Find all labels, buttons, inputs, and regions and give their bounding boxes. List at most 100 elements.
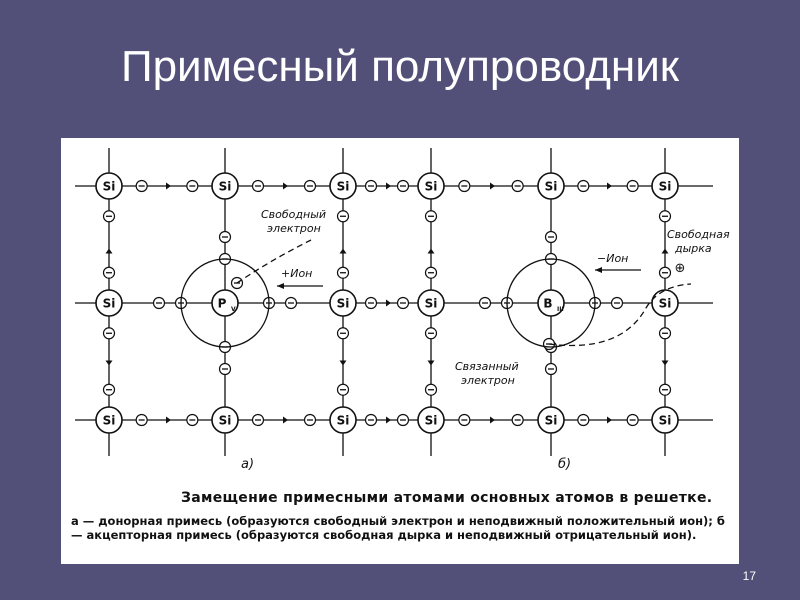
electron-23 <box>102 266 116 279</box>
electron-1 <box>186 179 199 193</box>
electron-32 <box>424 327 438 340</box>
electron-0 <box>135 179 148 193</box>
electron-20 <box>577 413 590 427</box>
silicon-atom: Si <box>329 289 357 317</box>
electron-15 <box>303 413 317 427</box>
electron-36 <box>658 327 672 340</box>
electron-24 <box>102 327 116 340</box>
svg-text:Si: Si <box>545 414 558 428</box>
silicon-atom: Si <box>417 172 445 200</box>
bond-arrow-17 <box>661 248 669 254</box>
electron-3 <box>303 179 317 193</box>
electron-16 <box>364 413 378 427</box>
svg-text:P: P <box>218 297 227 311</box>
bond-arrow-18 <box>661 360 669 366</box>
silicon-atom: Si <box>537 172 565 200</box>
svg-text:Si: Si <box>425 414 438 428</box>
bond-arrow-7 <box>283 416 288 424</box>
electron-34 <box>658 210 672 223</box>
bond-arrow-8 <box>386 416 391 424</box>
bond-arrow-1 <box>283 182 288 190</box>
svg-text:Si: Si <box>103 414 116 428</box>
label-free-electron-1: Свободный <box>261 208 326 221</box>
bond-arrow-5 <box>386 299 391 307</box>
electron-11 <box>396 296 410 310</box>
electron-54 <box>230 276 244 290</box>
svg-text:Si: Si <box>337 180 350 194</box>
bond-arrow-12 <box>105 360 113 366</box>
electron-52 <box>544 230 558 244</box>
svg-text:Si: Si <box>103 180 116 194</box>
bond-arrow-3 <box>490 182 495 190</box>
electron-10 <box>364 296 378 310</box>
electron-31 <box>424 266 438 279</box>
electron-13 <box>186 413 199 427</box>
bond-arrow-4 <box>607 182 612 190</box>
bond-arrow-14 <box>339 360 347 366</box>
electron-4 <box>364 179 378 193</box>
bond-arrow-0 <box>166 182 171 190</box>
electron-6 <box>458 179 471 193</box>
svg-text:Si: Si <box>103 297 116 311</box>
electron-35 <box>658 266 672 279</box>
electron-18 <box>458 413 471 427</box>
silicon-atom: Si <box>211 406 239 434</box>
donor-ion-orbit <box>180 258 270 348</box>
label-free-electron-2: электрон <box>267 222 321 235</box>
svg-text:III: III <box>557 306 564 313</box>
bond-arrow-6 <box>166 416 171 424</box>
free-hole-symbol: ⊕ <box>675 261 686 276</box>
electron-43 <box>284 296 298 310</box>
label-part-b: б) <box>558 457 571 472</box>
electron-8 <box>577 179 590 193</box>
bound-electron-path <box>548 283 692 347</box>
acceptor-ion-orbit <box>506 258 596 348</box>
electron-42 <box>152 296 166 310</box>
free-electron-path <box>236 239 312 284</box>
bond-arrow-11 <box>105 248 113 254</box>
slide-title: Примесный полупроводник <box>120 42 680 91</box>
bond-arrow-15 <box>427 248 435 254</box>
page-number: 17 <box>742 569 756 583</box>
electron-9 <box>626 179 639 193</box>
bond-arrow-2 <box>386 182 391 190</box>
svg-text:Si: Si <box>659 297 672 311</box>
bond-arrow-9 <box>490 416 495 424</box>
electron-5 <box>396 179 410 193</box>
silicon-atom: Si <box>329 172 357 200</box>
label-part-a: а) <box>241 457 254 472</box>
electron-51 <box>610 296 624 310</box>
electron-14 <box>251 413 265 427</box>
silicon-atom: Si <box>95 406 123 434</box>
acceptor-atom: B III <box>537 289 565 317</box>
electron-45 <box>218 362 232 376</box>
label-bound-electron-1: Связанный <box>455 360 519 373</box>
electron-25 <box>102 383 116 396</box>
electron-26 <box>336 210 350 223</box>
electron-19 <box>511 413 524 427</box>
silicon-atom: Si <box>537 406 565 434</box>
label-plus-ion: +Ион <box>281 267 312 280</box>
electron-27 <box>336 266 350 279</box>
electron-33 <box>424 383 438 396</box>
label-free-hole-2: дырка <box>674 242 712 255</box>
electron-53 <box>544 362 558 376</box>
silicon-atom: Si <box>95 172 123 200</box>
silicon-atom: Si <box>651 406 679 434</box>
electron-2 <box>251 179 265 193</box>
silicon-atom: Si <box>651 172 679 200</box>
electron-7 <box>511 179 524 193</box>
svg-text:B: B <box>543 297 552 311</box>
silicon-atom: Si <box>329 406 357 434</box>
svg-text:Si: Si <box>337 414 350 428</box>
label-minus-ion: −Ион <box>597 252 628 265</box>
electron-37 <box>658 383 672 396</box>
svg-text:Si: Si <box>219 180 232 194</box>
label-free-hole-1: Свободная <box>667 228 730 241</box>
electron-28 <box>336 327 350 340</box>
silicon-atom: Si <box>417 289 445 317</box>
electron-21 <box>626 413 639 427</box>
